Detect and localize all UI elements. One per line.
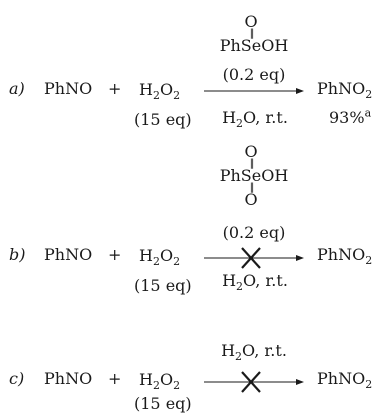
- reactant-hydrogen-peroxide: H2O2: [139, 370, 181, 393]
- reactant-nitrosobenzene: PhNO: [44, 245, 93, 264]
- product-nitrobenzene: PhNO2: [317, 245, 373, 268]
- reaction-conditions: H2O, r.t.: [221, 341, 287, 364]
- reactant-amount: (15 eq): [134, 110, 192, 129]
- reaction-label: a): [9, 79, 25, 98]
- yield: 93%a: [329, 106, 372, 127]
- oxygen-atom: O: [244, 190, 258, 209]
- footnote-marker: a: [364, 106, 372, 120]
- reactant-amount: (15 eq): [134, 276, 192, 295]
- reactant-hydrogen-peroxide: H2O2: [139, 246, 181, 269]
- double-bond: ||: [249, 28, 255, 39]
- reaction-arrow-a: [204, 88, 304, 94]
- reaction-conditions: H2O, r.t.: [222, 271, 288, 294]
- catalyst-amount: (0.2 eq): [222, 65, 286, 84]
- catalyst-amount: (0.2 eq): [222, 223, 286, 242]
- product-nitrobenzene: PhNO2: [317, 369, 373, 392]
- blocked-cross-icon-c: [241, 371, 261, 393]
- catalyst-seleninic-acid: Ph O || Se OH: [219, 12, 289, 55]
- reactant-nitrosobenzene: PhNO: [44, 79, 93, 98]
- plus-sign: +: [108, 245, 122, 264]
- double-bond: ||: [249, 182, 255, 193]
- blocked-cross-icon-b: [241, 247, 261, 269]
- oxygen-atom: O: [244, 12, 258, 31]
- catalyst-selenonic-acid: Ph O || Se || O OH: [219, 142, 289, 209]
- reactant-nitrosobenzene: PhNO: [44, 369, 93, 388]
- reactant-amount: (15 eq): [134, 394, 192, 413]
- reaction-conditions: H2O, r.t.: [222, 108, 288, 131]
- oxygen-atom: O: [244, 142, 258, 161]
- reactant-hydrogen-peroxide: H2O2: [139, 80, 181, 103]
- reaction-label: b): [9, 245, 26, 264]
- plus-sign: +: [108, 79, 122, 98]
- plus-sign: +: [108, 369, 122, 388]
- reaction-label: c): [9, 369, 25, 388]
- product-nitrobenzene: PhNO2: [317, 79, 373, 102]
- double-bond: ||: [249, 158, 255, 169]
